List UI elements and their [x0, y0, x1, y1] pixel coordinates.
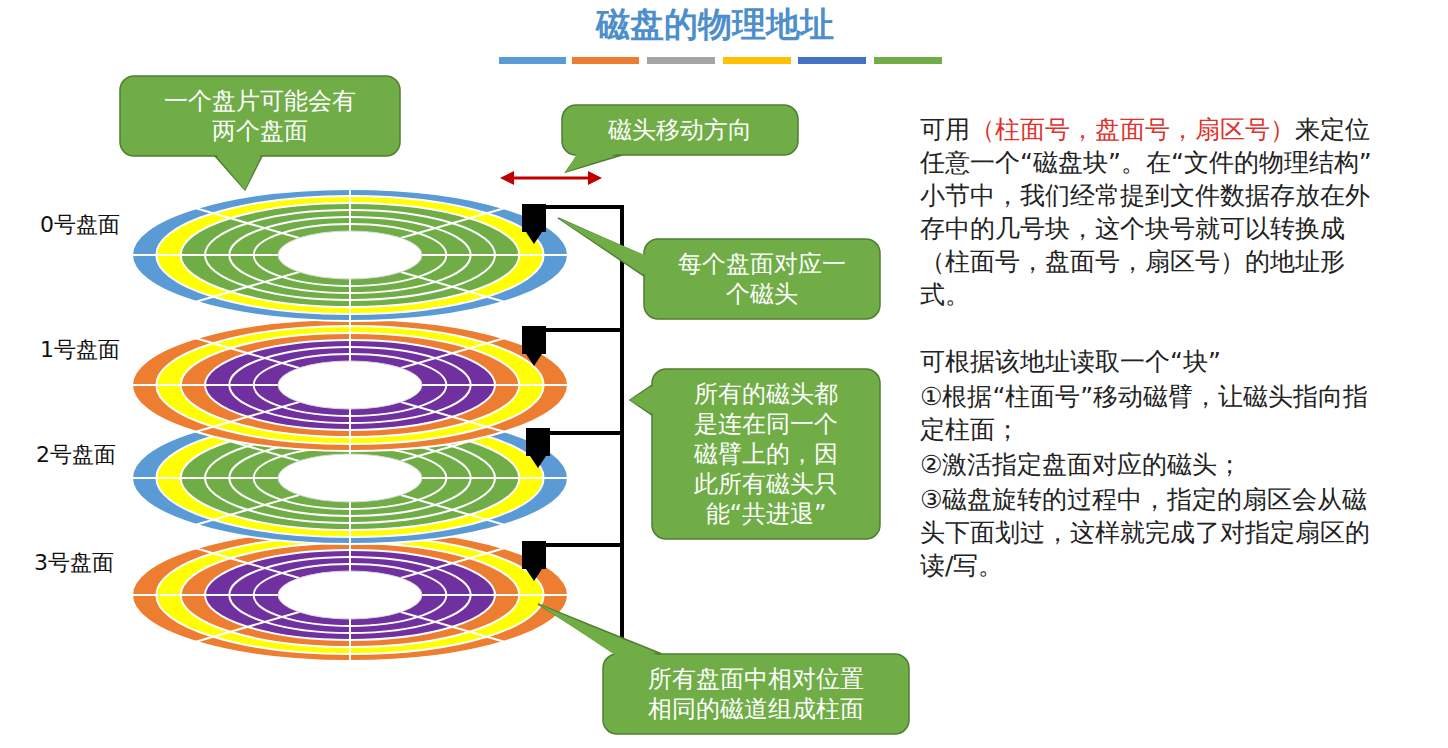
sector-line — [401, 272, 504, 302]
disk-arm — [522, 204, 624, 640]
sector-line — [401, 495, 504, 525]
steps-heading: 可根据该地址读取一个“块” — [920, 345, 1382, 378]
callout-text: 磁头移动方向 — [602, 115, 758, 145]
track-ring — [132, 189, 568, 321]
sector-line — [422, 477, 568, 479]
callout-joint — [538, 604, 662, 657]
read-steps: 可根据该地址读取一个“块”①根据“柱面号”移动磁臂，让磁头指向指定柱面；②激活指… — [920, 345, 1382, 584]
paragraph-text: 可用 — [920, 115, 970, 144]
sector-line — [349, 279, 351, 321]
bar-segment — [572, 57, 639, 64]
arm-shaft — [620, 205, 624, 640]
callout-text: 每个盘面对应一个磁头 — [674, 249, 849, 309]
step-item: ①根据“柱面号”移动磁臂，让磁头指向指定柱面； — [920, 380, 1382, 446]
sector-line — [132, 254, 278, 256]
sector-line — [349, 502, 351, 544]
sector-line — [401, 208, 504, 238]
step-item: ③磁盘旋转的过程中，指定的扇区会从磁头下面划过，这样就完成了对指定扇区的读/写。 — [920, 483, 1382, 582]
spindle-hole — [278, 571, 422, 619]
callout-box: 所有盘面中相对位置相同的磁道组成柱面 — [603, 654, 909, 734]
sector-line — [196, 548, 299, 578]
disk-head — [522, 204, 546, 244]
platter — [132, 189, 568, 321]
address-format: （柱面号，盘面号，扇区号） — [970, 115, 1295, 144]
callout-box: 磁头移动方向 — [562, 105, 798, 155]
sector-line — [349, 319, 351, 361]
surface-label: 0号盘面 — [40, 210, 120, 240]
bar-segment — [499, 57, 566, 64]
disk-head — [522, 541, 546, 581]
sector-line — [196, 402, 299, 432]
explanation-paragraph: 可用（柱面号，盘面号，扇区号）来定位任意一个“磁盘块”。在“文件的物理结构”小节… — [920, 113, 1382, 311]
callout-shape — [120, 76, 400, 190]
title-underline — [499, 57, 942, 64]
disk-head — [526, 428, 550, 468]
callout-text: 所有盘面中相对位置相同的磁道组成柱面 — [644, 664, 867, 724]
spindle-hole — [278, 361, 422, 409]
step-item: ②激活指定盘面对应的磁头； — [920, 448, 1382, 481]
sector-line — [196, 208, 299, 238]
sector-line — [349, 189, 351, 231]
arm-branch — [540, 205, 624, 209]
diagram-title: 磁盘的物理地址 — [596, 2, 834, 48]
arm-branch — [540, 328, 624, 332]
callout-shape — [558, 218, 880, 319]
sector-line — [401, 338, 504, 368]
sector-line — [401, 548, 504, 578]
callout-text: 一个盘片可能会有两个盘面 — [160, 86, 359, 146]
move-direction-arrow — [500, 171, 602, 185]
spindle-hole — [278, 231, 422, 279]
surface-label: 3号盘面 — [34, 548, 114, 578]
callout-joint — [558, 218, 647, 276]
callout-joint — [566, 152, 622, 172]
callout-shape — [630, 369, 880, 539]
callout-pointer — [558, 218, 644, 276]
sector-line — [196, 338, 299, 368]
platter — [132, 319, 568, 451]
callout-shape — [538, 604, 909, 734]
arm-branch — [540, 431, 624, 435]
sector-line — [422, 384, 568, 386]
callout-body — [562, 105, 798, 155]
track-ring — [132, 529, 568, 661]
platter-stack — [132, 189, 568, 661]
sector-line — [132, 384, 278, 386]
bar-segment — [647, 57, 715, 64]
disk-head — [522, 326, 546, 366]
callout-pointer — [538, 604, 662, 654]
sector-line — [349, 409, 351, 451]
callout-shape — [562, 105, 798, 172]
callout-body — [644, 239, 880, 319]
sector-line — [196, 612, 299, 642]
sector-line — [349, 619, 351, 661]
callout-box: 所有的磁头都是连在同一个磁臂上的，因此所有磁头只能“共进退” — [652, 369, 880, 539]
arm-branch — [540, 543, 624, 547]
callout-body — [603, 654, 909, 734]
sector-line — [422, 594, 568, 596]
surface-label: 1号盘面 — [40, 335, 120, 365]
bar-segment — [798, 57, 866, 64]
callout-text: 所有的磁头都是连在同一个磁臂上的，因此所有磁头只能“共进退” — [690, 379, 841, 529]
sector-line — [132, 477, 278, 479]
sector-line — [401, 402, 504, 432]
sector-line — [422, 254, 568, 256]
track-ring — [132, 319, 568, 451]
callout-joint — [630, 385, 655, 415]
bar-segment — [723, 57, 791, 64]
bar-segment — [874, 57, 942, 64]
paragraph-text: 来定位任意一个“磁盘块”。在“文件的物理结构”小节中，我们经常提到文件数据存放在… — [920, 115, 1372, 309]
sector-line — [196, 272, 299, 302]
callout-body — [120, 76, 400, 156]
sector-line — [196, 495, 299, 525]
callout-body — [652, 369, 880, 539]
surface-label: 2号盘面 — [36, 440, 116, 470]
callout-joint — [215, 153, 262, 190]
spindle-hole — [278, 454, 422, 502]
callout-box: 一个盘片可能会有两个盘面 — [120, 76, 400, 156]
sector-line — [401, 612, 504, 642]
sector-line — [132, 594, 278, 596]
callout-box: 每个盘面对应一个磁头 — [644, 239, 880, 319]
platter — [132, 529, 568, 661]
